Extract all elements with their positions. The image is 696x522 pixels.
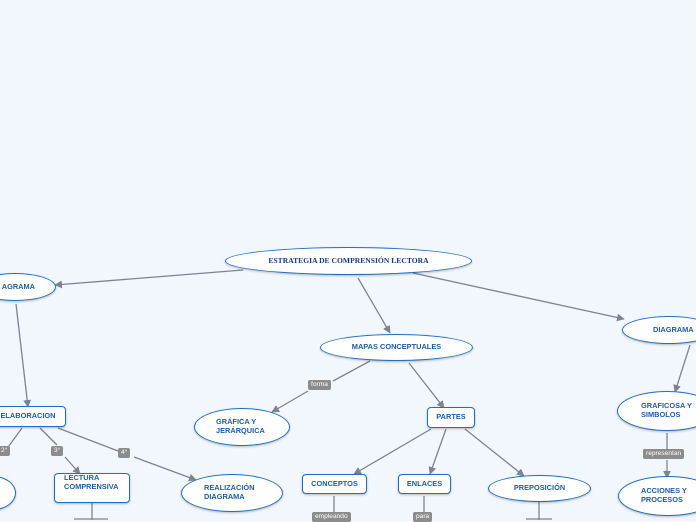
connector-diagrama-right-graficosa	[673, 344, 691, 393]
connector-forma-grafica	[271, 390, 309, 413]
node-mapas-conceptuales[interactable]: MAPAS CONCEPTUALES	[320, 334, 473, 361]
link-label-step-3: 3°	[51, 446, 64, 456]
node-realizacion-line2: DIAGRAMA	[204, 492, 245, 501]
connector-root-mapas	[357, 277, 391, 334]
node-grafica-jerarquica[interactable]: GRÁFICA Y JERÁRQUICA	[194, 408, 290, 446]
node-acciones-procesos[interactable]: ACCIONES Y PROCESOS	[618, 476, 696, 516]
node-acciones-line1: ACCIONES Y	[641, 486, 687, 496]
node-lectura-line2: COMPRENSIVA	[64, 481, 119, 491]
node-graficosa-line2: SIMBOLOS	[641, 410, 681, 419]
connector-mapas-forma	[332, 360, 371, 382]
connector-root-diagrama-left	[54, 269, 244, 289]
node-diagrama-right[interactable]: DIAGRAMA	[622, 316, 696, 344]
link-label-representan: representan	[643, 449, 685, 459]
connector-root-diagrama-right	[412, 272, 625, 322]
link-label-step-4: 4°	[118, 448, 131, 458]
node-partes[interactable]: PARTES	[427, 407, 475, 428]
node-realizacion-diagrama[interactable]: REALIZACIÓN DIAGRAMA	[181, 474, 283, 512]
node-lectura-line1: LECTURA	[64, 473, 100, 482]
root-node-estrategia[interactable]: ESTRATEGIA DE COMPRENSIÓN LECTORA	[225, 247, 472, 275]
node-conceptos[interactable]: CONCEPTOS	[302, 474, 367, 494]
node-grafica-line2: JERÁRQUICA	[216, 426, 265, 435]
connector-diagrama-left-elaboracion	[15, 303, 32, 408]
connector-partes-preposicion	[464, 428, 525, 477]
connector-4-realizacion	[133, 456, 197, 482]
connector-partes-conceptos	[353, 428, 432, 475]
connector-3-lectura	[64, 456, 81, 475]
node-graficosa-line1: GRAFICOSA Y	[641, 401, 692, 411]
node-elaboracion[interactable]: ELABORACION	[0, 406, 66, 427]
link-label-step-2: 2°	[0, 446, 11, 456]
node-enlaces[interactable]: ENLACES	[398, 474, 451, 494]
connector-partes-enlaces	[428, 428, 447, 475]
node-graficosa-simbolos[interactable]: GRAFICOSA Y SIMBOLOS	[617, 391, 696, 431]
node-acciones-line2: PROCESOS	[641, 495, 683, 504]
link-label-empleando: empleando	[312, 512, 351, 522]
link-label-forma: forma	[308, 380, 331, 390]
node-grafica-line1: GRÁFICA Y	[216, 417, 257, 427]
connector-elaboracion-4	[57, 427, 119, 452]
node-preposicion[interactable]: PREPOSICIÓN	[488, 475, 591, 502]
node-lectura-comprensiva[interactable]: LECTURA COMPRENSIVA	[54, 473, 130, 503]
node-realizacion-line1: REALIZACIÓN	[204, 483, 255, 493]
connector-elaboracion-3	[39, 427, 58, 446]
link-label-para: para	[413, 512, 433, 522]
connector-mapas-partes	[408, 362, 445, 409]
